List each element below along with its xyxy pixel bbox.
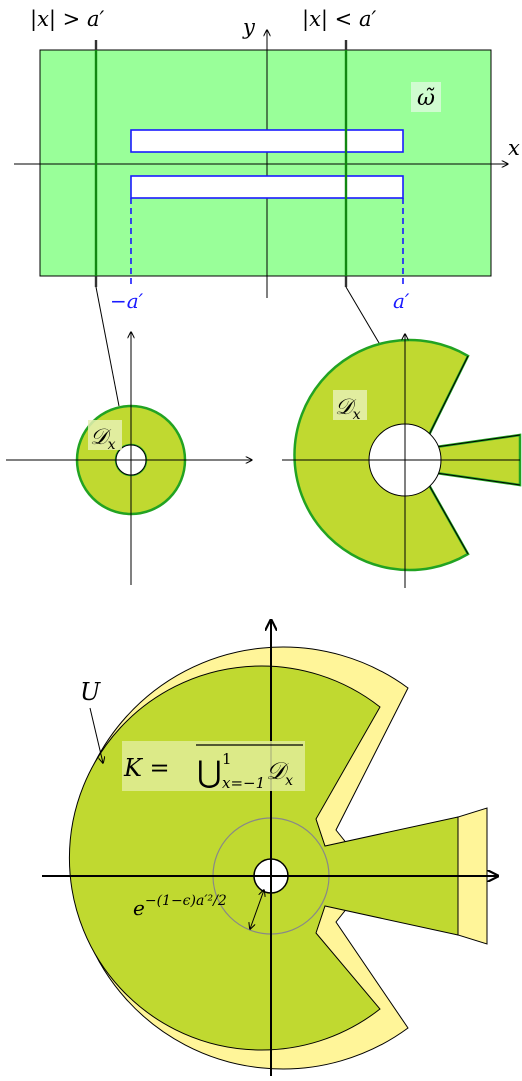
k-union: ⋃	[197, 755, 222, 790]
k-label: K =	[123, 754, 170, 782]
k-lower: x=−1	[222, 774, 265, 792]
left-dx-label-bg	[88, 420, 122, 450]
right-cut-disk-inner-edges	[428, 355, 521, 555]
lower-strip	[130, 175, 404, 199]
omega-label-bg	[411, 82, 441, 112]
right-dx-label-bg	[333, 390, 367, 420]
set-k	[68, 665, 459, 1051]
middle-panel: 𝒟x 𝒟x	[6, 332, 522, 588]
tick-neg-a: −a′	[110, 289, 144, 313]
k-label-bg	[122, 741, 305, 791]
label-right-region: |x| < a′	[302, 7, 376, 32]
left-dx-label: 𝒟x	[90, 425, 116, 453]
radius-label: e−(1−ϵ)a′²/2	[133, 893, 227, 920]
tick-pos-a: a′	[393, 289, 410, 313]
bottom-panel: U K = ⋃ 1 x=−1 𝒟x e−(1−ϵ)a′²/2	[42, 620, 498, 1076]
right-dx-label: 𝒟x	[335, 395, 361, 423]
connector-right	[345, 286, 383, 349]
k-upper: 1	[222, 750, 232, 768]
u-pointer-arrow	[89, 707, 103, 763]
top-x-label: x	[508, 136, 520, 160]
upper-strip	[130, 129, 404, 153]
u-label: U	[80, 678, 101, 706]
connector-left	[95, 286, 120, 407]
top-y-label: y	[242, 15, 256, 39]
omega-label: ω̃	[417, 86, 435, 111]
label-left-region: |x| > a′	[30, 7, 104, 32]
radius-arrow	[250, 890, 264, 929]
top-panel: |x| > a′ |x| < a′ y x ω̃ −a′ a′	[14, 7, 520, 313]
